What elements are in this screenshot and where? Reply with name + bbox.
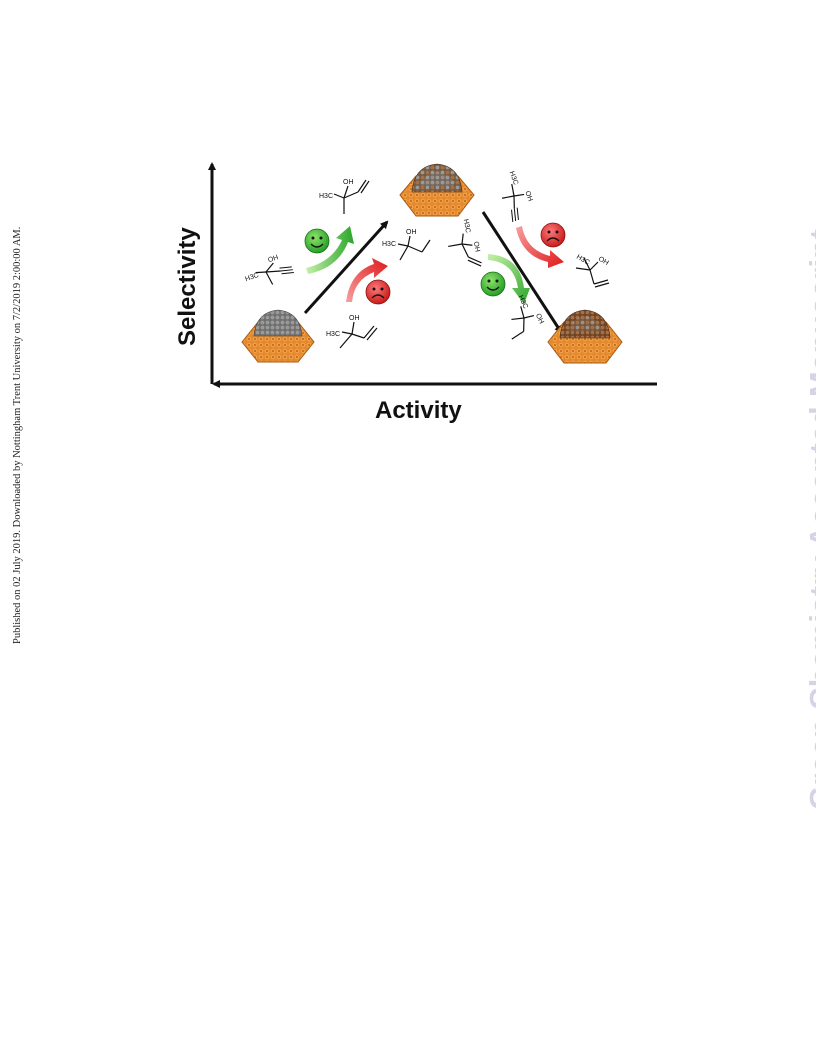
hydroxyl-label: OH <box>267 254 279 264</box>
sad-face-icon <box>540 222 566 248</box>
methyl-label: H3C <box>517 294 529 310</box>
x-axis-label: Activity <box>375 397 462 424</box>
methyl-label: H3C <box>462 218 471 233</box>
nanoparticle-grey-core <box>241 309 315 363</box>
methyl-label: H3C <box>575 254 591 267</box>
hydroxyl-label: OH <box>406 229 417 236</box>
methyl-label: H3C <box>326 331 340 338</box>
hydroxyl-label: OH <box>597 256 610 267</box>
hydroxyl-label: OH <box>343 179 354 186</box>
molecule-alkyne-left: H3C OH <box>244 254 294 285</box>
y-axis-label: Selectivity <box>174 227 201 346</box>
happy-face-icon <box>480 271 506 297</box>
rising-trend-arrow <box>303 220 389 315</box>
nanoparticle-brown-core <box>547 309 623 364</box>
molecule-alkene-right: H3C OH <box>575 254 610 288</box>
nanoparticle-mixed-core <box>399 163 475 217</box>
methyl-label: H3C <box>319 193 333 200</box>
hydroxyl-label: OH <box>523 190 533 202</box>
hydroxyl-label: OH <box>472 241 481 253</box>
hydroxyl-label: OH <box>534 313 545 325</box>
molecule-alkane-center: H3C OH <box>382 229 431 261</box>
molecule-alkyne-right: H3C OH <box>501 170 534 223</box>
red-curved-arrow-2 <box>516 226 564 268</box>
methyl-label: H3C <box>508 170 519 186</box>
sad-face-icon <box>365 279 391 305</box>
green-curved-arrow-1 <box>306 226 354 274</box>
molecule-alkene-bottom: H3C OH <box>326 315 378 349</box>
methyl-label: H3C <box>382 241 396 248</box>
happy-face-icon <box>304 228 330 254</box>
red-curved-arrow-1 <box>346 258 388 302</box>
molecule-alkene-top: H3C OH <box>319 179 370 214</box>
falling-trend-arrow <box>481 211 563 334</box>
green-curved-arrow-2 <box>488 254 530 304</box>
molecule-alkene-center-rotated: H3C OH <box>448 218 482 267</box>
hydroxyl-label: OH <box>349 315 360 322</box>
methyl-label: H3C <box>244 272 260 283</box>
